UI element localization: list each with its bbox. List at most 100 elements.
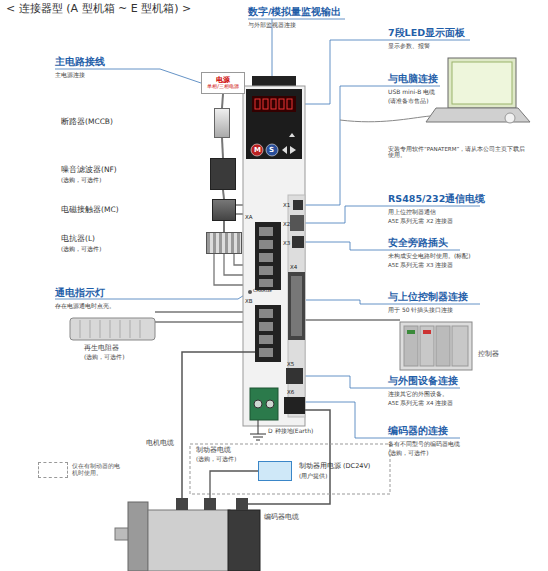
callout-note: 未构成安全电路时使用。(标配) xyxy=(388,253,471,260)
callout-note: 用上位控制器通信 xyxy=(388,209,436,216)
encoder-connector xyxy=(236,498,248,510)
callout-note: (请准备市售品) xyxy=(388,98,429,105)
controller-body xyxy=(400,322,472,370)
wire-connector xyxy=(223,221,225,232)
connector-name: CHARGE xyxy=(253,288,272,293)
arrow-button xyxy=(289,133,295,137)
charge-lamp xyxy=(248,290,252,294)
io-connector-pins xyxy=(291,276,302,336)
io-connector xyxy=(288,272,305,340)
brake-cable xyxy=(210,471,258,498)
callout-note: 用于 50 针插头接口连接 xyxy=(388,307,453,314)
component-note: (选购，可选件) xyxy=(61,177,101,183)
circuit-breaker: 断路器(MCCB) xyxy=(214,108,230,138)
callout-heading: 与电脑连接 xyxy=(388,74,438,85)
controller-cable xyxy=(305,319,400,321)
callout-note: 备有不同型号的编码器电缆 xyxy=(388,441,460,448)
connector-name: X4 xyxy=(290,264,297,270)
mode-button xyxy=(251,144,263,156)
callout-heading: 数字/模拟量监视输出 xyxy=(248,7,341,18)
plug-pin xyxy=(259,253,273,262)
usb-port xyxy=(293,200,303,210)
led-window xyxy=(252,96,296,112)
brake-option-region xyxy=(190,444,390,494)
callout-heading: 安全旁路插头 xyxy=(388,238,448,249)
component-name: 电抗器(L) xyxy=(61,235,95,244)
resistor-fins xyxy=(80,320,140,338)
leader-line xyxy=(55,69,201,83)
callout-heading: 通电指示灯 xyxy=(55,288,105,299)
resistor-wire xyxy=(155,312,255,322)
callout-note: 与外部监视器连接 xyxy=(248,22,296,29)
noise-filter: 噪音滤波器(NF)(选购，可选件) xyxy=(210,158,236,190)
component-note: 单相/三相电源 xyxy=(207,84,239,90)
ground-symbol xyxy=(250,420,266,440)
callout-heading: 7段LED显示面板 xyxy=(388,28,465,39)
callout-note: D 种接地(Earth) xyxy=(268,428,313,435)
software-disc xyxy=(505,113,515,123)
connector-name: XB xyxy=(245,298,253,304)
motor-body xyxy=(148,510,230,571)
diagram-title: < 连接器型 (A 型机箱 ~ E 型机箱) > xyxy=(6,3,191,16)
terminal-screw xyxy=(254,400,262,408)
controller-module xyxy=(404,326,418,366)
motor-cable xyxy=(182,352,255,498)
servo-drive-body xyxy=(243,86,305,426)
plug-pin xyxy=(259,266,273,275)
leader-line xyxy=(300,40,470,104)
plug-pin xyxy=(259,335,273,344)
motor-power-connector xyxy=(176,498,188,510)
led-digit xyxy=(279,99,284,109)
callout-note: 连接其它的外围设备。 xyxy=(388,391,448,398)
component-name: 制动器用电源 (DC24V) xyxy=(299,463,370,470)
callout-heading: 编码器的连接 xyxy=(388,426,448,437)
brake-power-supply: 制动器用电源 (DC24V)(用户提供) xyxy=(258,461,292,481)
callout-heading: 与外围设备连接 xyxy=(388,376,458,387)
callout-note: (选购，可选件) xyxy=(196,456,236,462)
plug-pin xyxy=(259,240,273,249)
legend-row: 仅在有制动器的电机时使用。 xyxy=(38,462,124,478)
motor-encoder xyxy=(228,510,260,571)
display-panel xyxy=(246,89,302,159)
button-letter: S xyxy=(269,146,274,154)
legend: 仅在有制动器的电机时使用。 xyxy=(38,462,124,481)
laptop-screen xyxy=(448,58,516,108)
ground-terminal xyxy=(250,388,278,420)
leader-line xyxy=(305,402,460,438)
callout-note: A5E 系列无需 X3 连接器 xyxy=(388,262,453,268)
rs485-port xyxy=(290,215,304,231)
set-button xyxy=(266,144,278,156)
plug-pin xyxy=(259,322,273,331)
component-name: 电源 xyxy=(216,76,230,84)
controller-module xyxy=(436,326,450,366)
encoder-port xyxy=(284,397,305,414)
callout-heading: RS485/232通信电缆 xyxy=(388,194,485,205)
peripheral-port xyxy=(286,368,303,384)
controller-led xyxy=(423,330,431,334)
wire-connector xyxy=(222,138,223,158)
magnetic-contactor: 电磁接触器(MC) xyxy=(212,199,236,221)
xa-plug xyxy=(255,222,281,290)
callout-note: 控制器 xyxy=(478,350,499,358)
wire-connector xyxy=(222,94,223,108)
component-name: 电磁接触器(MC) xyxy=(61,206,119,215)
callout-note: 制动器电缆 xyxy=(196,447,231,454)
callout-note: 主电源连接 xyxy=(55,72,85,79)
connector-name: XA xyxy=(245,214,253,220)
arrow-button xyxy=(290,146,296,154)
controller-led xyxy=(407,330,415,334)
callout-note: (选购，可选件) xyxy=(84,354,125,361)
leader-line xyxy=(248,19,345,76)
led-digit xyxy=(287,99,292,109)
motor-flange xyxy=(128,502,148,571)
connector-name: X2 xyxy=(283,221,290,227)
callout-note: 编码器电缆 xyxy=(264,514,299,521)
component-name: 断路器(MCCB) xyxy=(61,118,113,127)
leader-line xyxy=(304,86,440,205)
arrow-button xyxy=(282,146,287,154)
led-digit xyxy=(255,99,260,109)
controller-module xyxy=(452,326,468,366)
plug-pin xyxy=(259,309,273,318)
